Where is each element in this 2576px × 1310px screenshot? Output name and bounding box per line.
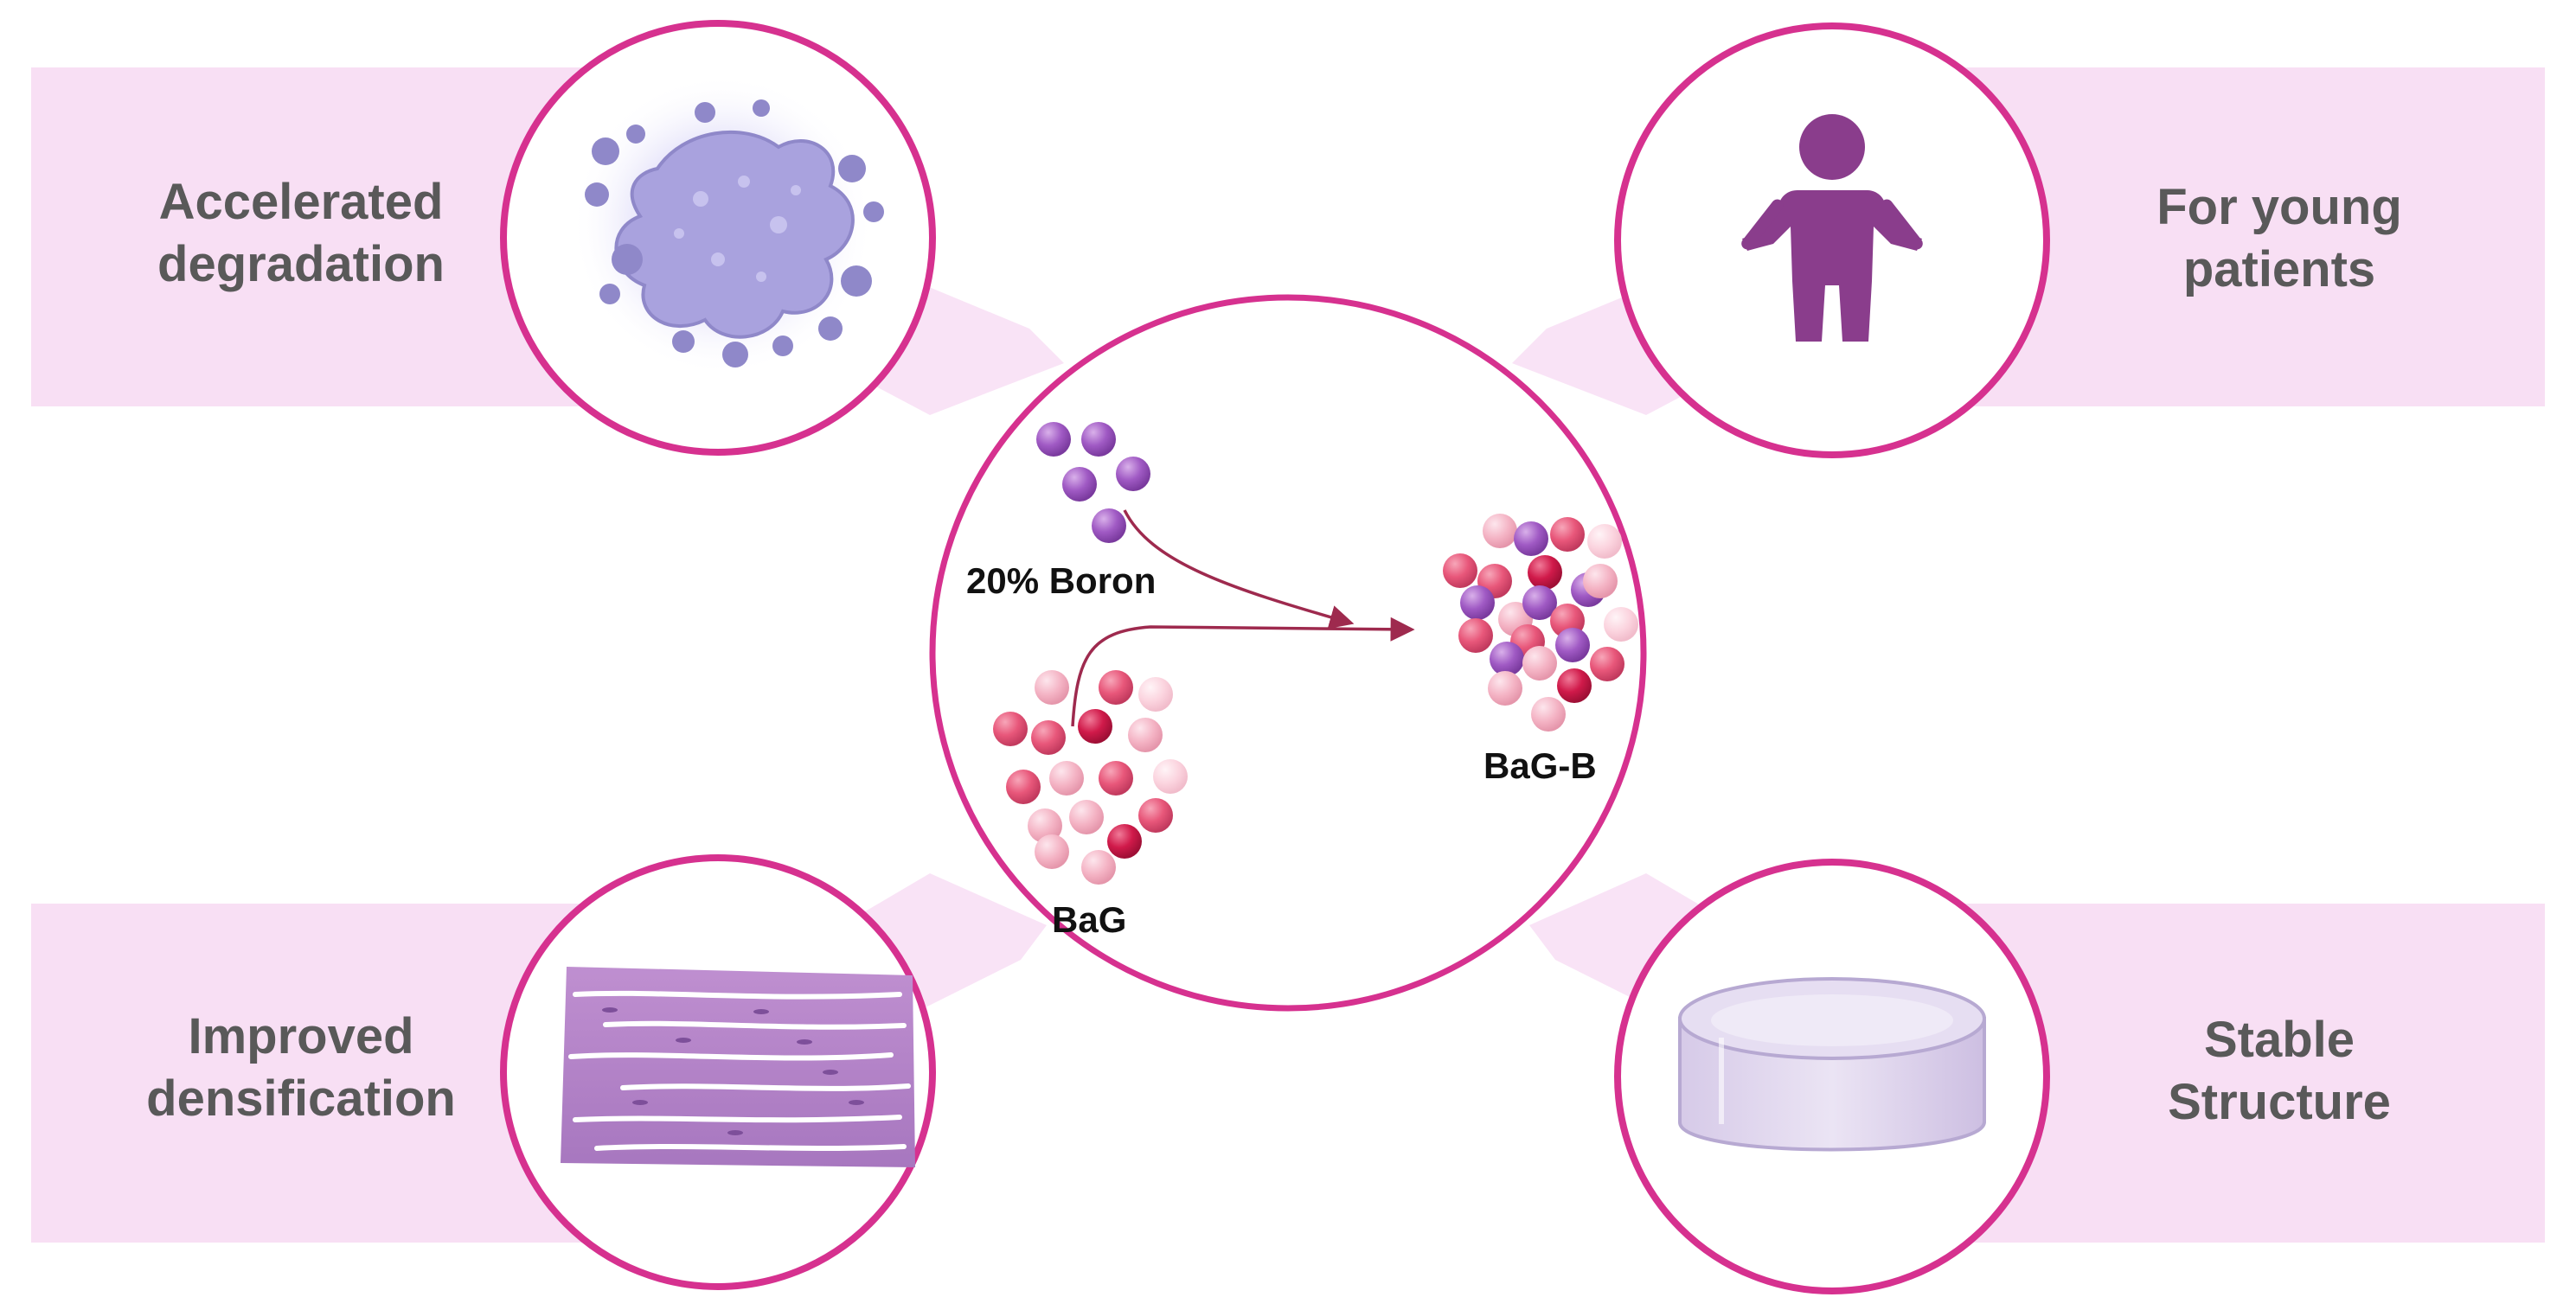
label-line-2: patients	[2182, 241, 2376, 297]
bagb-spheres	[1443, 514, 1638, 732]
arrow-bag	[1071, 617, 1415, 727]
label-bag: BaG	[1052, 899, 1127, 940]
label-line-2: Structure	[2168, 1074, 2391, 1130]
label-accelerated-degradation: Accelerated degradation	[76, 171, 526, 296]
label-improved-densification: Improved densification	[76, 1006, 526, 1130]
boron-spheres	[1036, 422, 1150, 543]
degrading-particle-icon	[571, 73, 884, 376]
reaction-arrows	[1071, 509, 1415, 727]
label-line-1: Stable	[2203, 1012, 2355, 1068]
label-for-young-patients: For young patients	[2054, 176, 2504, 301]
label-line-2: degradation	[157, 236, 445, 292]
bag-spheres	[993, 670, 1188, 885]
dense-tissue-icon	[561, 967, 915, 1167]
label-bag-b: BaG-B	[1483, 745, 1597, 786]
label-line-1: Accelerated	[158, 174, 444, 230]
label-line-2: densification	[146, 1070, 456, 1127]
label-line-1: For young	[2156, 179, 2402, 235]
label-boron: 20% Boron	[966, 560, 1157, 601]
label-stable-structure: Stable Structure	[2054, 1009, 2504, 1134]
arrow-boron	[1123, 509, 1355, 629]
child-figure-icon	[1741, 114, 1923, 342]
label-line-1: Improved	[188, 1008, 414, 1064]
center-circle	[929, 294, 1647, 1012]
scaffold-disc-icon	[1678, 977, 1986, 1152]
